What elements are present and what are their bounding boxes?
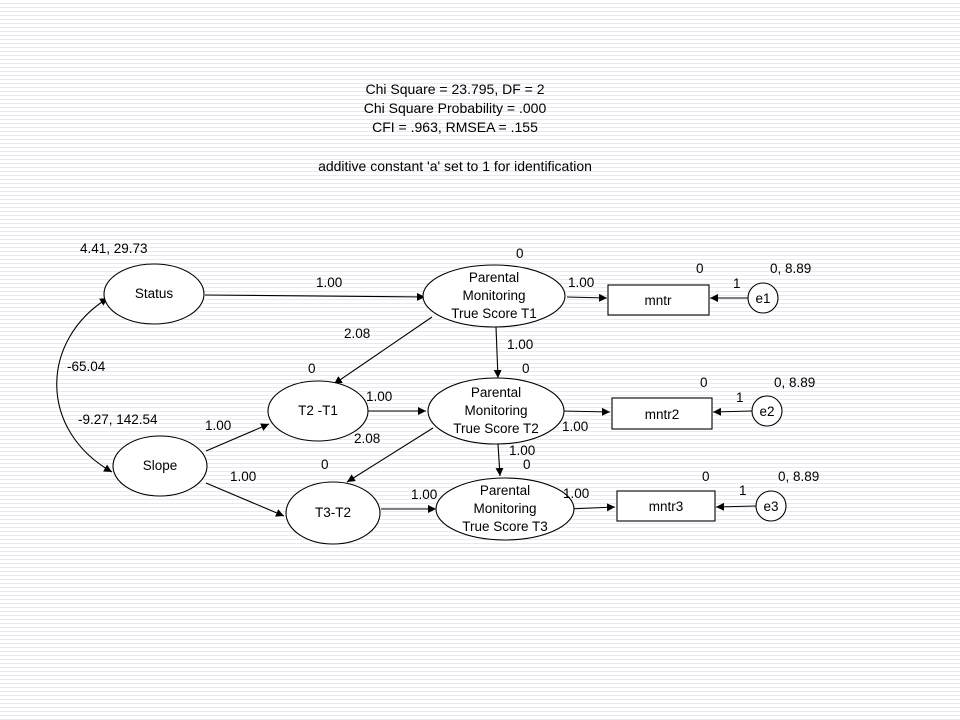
pm-t1-line2: Monitoring bbox=[462, 288, 525, 303]
edge-status-to-pm1 bbox=[204, 292, 426, 301]
e1-node: e1 bbox=[747, 282, 779, 314]
chi-square-line: Chi Square = 23.795, DF = 2 bbox=[366, 81, 545, 97]
pm-t1-node: Parental Monitoring True Score T1 bbox=[422, 264, 566, 328]
e2-label: e2 bbox=[759, 404, 774, 419]
covariance-label: -65.04 bbox=[67, 359, 106, 374]
edge-pm2-to-t3t2 bbox=[346, 427, 434, 483]
mntr-intercept: 0 bbox=[696, 261, 704, 276]
t2t1-node: T2 -T1 bbox=[267, 380, 369, 442]
mntr3-intercept: 0 bbox=[702, 469, 710, 484]
edge-pm3-to-mntr3 bbox=[567, 503, 616, 512]
e1-path-label: 1 bbox=[733, 276, 741, 291]
edge-slope-to-t2t1 bbox=[205, 423, 270, 452]
mntr3-label: mntr3 bbox=[649, 499, 684, 514]
t3t2-to-pm3-label: 1.00 bbox=[411, 487, 437, 502]
t3t2-label: T3-T2 bbox=[315, 505, 351, 520]
pm1-intercept: 0 bbox=[516, 246, 524, 261]
pm-t2-node: Parental Monitoring True Score T2 bbox=[427, 377, 565, 445]
t2t1-label: T2 -T1 bbox=[298, 403, 338, 418]
identification-note: additive constant 'a' set to 1 for ident… bbox=[318, 158, 592, 174]
pm-t2-line2: Monitoring bbox=[464, 403, 527, 418]
pm3-to-mntr3-label: 1.00 bbox=[563, 486, 589, 501]
covariance-arc bbox=[56, 297, 113, 473]
e1-params: 0, 8.89 bbox=[770, 261, 811, 276]
cfi-rmsea-line: CFI = .963, RMSEA = .155 bbox=[372, 119, 538, 135]
edge-pm1-to-mntr bbox=[566, 293, 608, 302]
edge-e3-to-mntr3 bbox=[715, 502, 757, 511]
t3t2-node: T3-T2 bbox=[285, 481, 381, 545]
pm-t1-line1: Parental bbox=[469, 270, 519, 285]
pm2-to-pm3-label: 1.00 bbox=[509, 443, 535, 458]
pm1-to-pm2-label: 1.00 bbox=[507, 337, 533, 352]
mntr-node: mntr bbox=[607, 284, 710, 316]
pm-t3-line2: Monitoring bbox=[473, 501, 536, 516]
mntr3-node: mntr3 bbox=[616, 490, 716, 522]
edge-e2-to-mntr2 bbox=[712, 407, 753, 416]
fit-statistics: Chi Square = 23.795, DF = 2 Chi Square P… bbox=[318, 81, 592, 174]
slope-to-t3t2-label: 1.00 bbox=[230, 469, 256, 484]
pm-t3-node: Parental Monitoring True Score T3 bbox=[435, 477, 575, 541]
e1-label: e1 bbox=[755, 291, 770, 306]
edges bbox=[56, 292, 757, 517]
t2t1-to-pm2-label: 1.00 bbox=[366, 389, 392, 404]
mntr2-node: mntr2 bbox=[611, 397, 713, 430]
status-to-pm1-label: 1.00 bbox=[316, 275, 342, 290]
e2-node: e2 bbox=[751, 395, 783, 427]
edge-pm1-to-pm2 bbox=[493, 326, 502, 379]
pm-t2-line3: True Score T2 bbox=[453, 421, 539, 436]
e3-label: e3 bbox=[763, 499, 778, 514]
slope-to-t2t1-label: 1.00 bbox=[205, 418, 231, 433]
parameter-labels: 4.41, 29.73 -9.27, 142.54 -65.04 1.00 1.… bbox=[67, 241, 819, 502]
pm1-to-t2t1-label: 2.08 bbox=[344, 326, 370, 341]
pm2-to-t3t2-label: 2.08 bbox=[354, 431, 380, 446]
edge-pm2-to-pm3 bbox=[495, 443, 504, 477]
pm-t3-line1: Parental bbox=[480, 483, 530, 498]
pm2-intercept: 0 bbox=[522, 361, 530, 376]
t2t1-intercept: 0 bbox=[308, 361, 316, 376]
e3-node: e3 bbox=[755, 490, 787, 522]
pm-t3-line3: True Score T3 bbox=[462, 519, 548, 534]
e2-path-label: 1 bbox=[736, 390, 744, 405]
pm3-intercept: 0 bbox=[523, 457, 531, 472]
edge-slope-to-t3t2 bbox=[205, 482, 285, 517]
e2-params: 0, 8.89 bbox=[774, 375, 815, 390]
status-params: 4.41, 29.73 bbox=[80, 241, 148, 256]
slope-label: Slope bbox=[143, 458, 178, 473]
pm1-to-mntr-label: 1.00 bbox=[568, 275, 594, 290]
probability-line: Chi Square Probability = .000 bbox=[364, 100, 547, 116]
nodes: Status Slope T2 -T1 T3-T2 Parental Monit… bbox=[103, 263, 787, 545]
slope-node: Slope bbox=[112, 435, 208, 497]
e3-path-label: 1 bbox=[739, 483, 747, 498]
status-node: Status bbox=[103, 263, 205, 325]
e3-params: 0, 8.89 bbox=[778, 469, 819, 484]
status-label: Status bbox=[135, 286, 174, 301]
mntr2-label: mntr2 bbox=[645, 407, 680, 422]
pm-t2-line1: Parental bbox=[471, 385, 521, 400]
t3t2-intercept: 0 bbox=[321, 457, 329, 472]
pm2-to-mntr2-label: 1.00 bbox=[562, 419, 588, 434]
mntr-label: mntr bbox=[645, 293, 673, 308]
slope-params: -9.27, 142.54 bbox=[78, 412, 158, 427]
pm-t1-line3: True Score T1 bbox=[451, 306, 537, 321]
mntr2-intercept: 0 bbox=[700, 375, 708, 390]
edge-pm2-to-mntr2 bbox=[561, 407, 611, 416]
edge-pm1-to-t2t1 bbox=[333, 316, 433, 385]
